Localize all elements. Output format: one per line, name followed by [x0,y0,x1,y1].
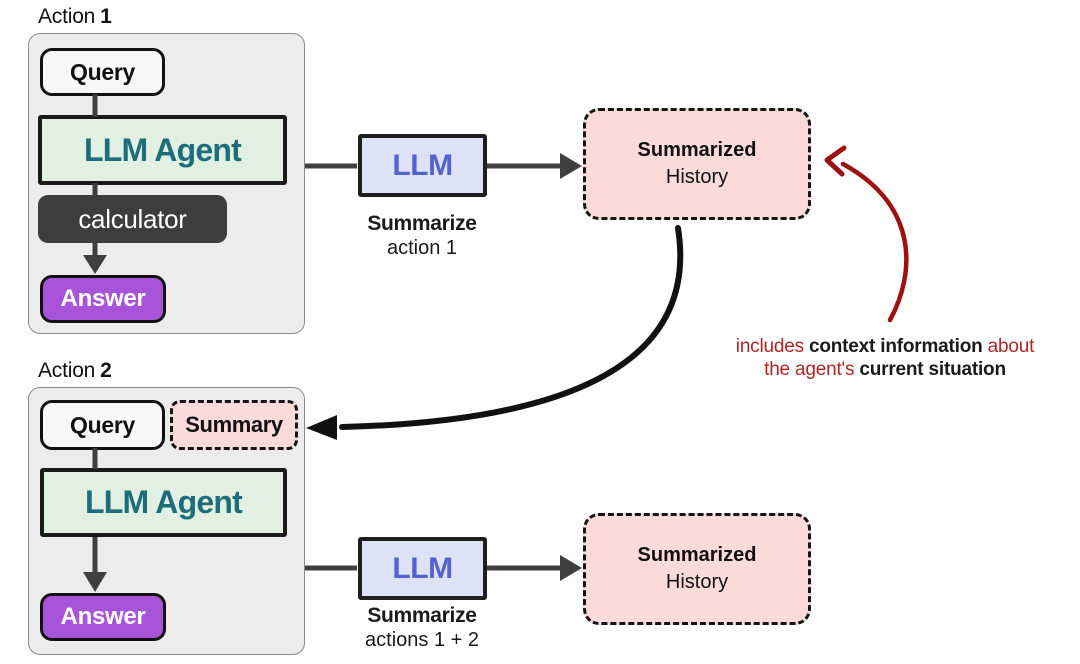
action1-label-prefix: Action [38,5,96,28]
flow2-llm-box: LLM [358,537,487,600]
flow1-caption: Summarize action 1 [342,212,502,260]
annotation-red-includes: includes [735,336,809,357]
annotation-red-about: about [982,336,1035,357]
annotation-red-agents: the agent's [764,359,860,380]
flow2-summarized-history-line1: Summarized [637,544,757,566]
context-annotation-line2: the agent's current situation [690,358,1080,381]
action2-summary-box: Summary [170,400,298,450]
flow2-caption-bold: Summarize [367,604,477,627]
action2-answer-box: Answer [40,593,166,641]
action2-label-number: 2 [100,359,112,382]
action1-answer-text: Answer [60,285,146,312]
action2-label-prefix: Action [38,359,96,382]
annotation-arrowhead-icon [824,145,847,177]
flow2-summarized-history-box: Summarized History [583,513,811,625]
annotation-bold-current-situation: current situation [859,359,1006,380]
context-annotation: includes context information about the a… [690,335,1080,381]
action2-summary-text: Summary [185,412,283,437]
action1-answer-box: Answer [40,275,166,323]
llm1-to-history1-arrowhead-icon [560,153,582,179]
flow1-caption-bold: Summarize [367,212,477,235]
flow1-summarized-history-line1: Summarized [637,139,757,161]
action1-label-number: 1 [100,5,112,28]
action1-calculator-text: calculator [78,203,187,234]
flow2-caption-detail: actions 1 + 2 [365,629,479,651]
flow1-summarized-history-line2: History [665,166,729,188]
action2-llm-agent-box: LLM Agent [40,468,287,537]
action2-answer-text: Answer [60,603,146,630]
history1-to-summary-arrowhead-icon [306,415,337,440]
annotation-bold-context-information: context information [809,336,983,357]
action2-query-box: Query [40,400,165,450]
annotation-curved-arrow [840,161,909,323]
llm2-to-history2-arrowhead-icon [560,555,582,581]
action1-llm-agent-box: LLM Agent [38,115,287,185]
action2-llm-agent-text: LLM Agent [85,484,243,520]
action1-query-text: Query [70,58,135,85]
flow1-caption-detail: action 1 [386,237,458,259]
flow2-caption: Summarize actions 1 + 2 [337,604,507,652]
action2-query-text: Query [70,411,135,438]
action1-llm-agent-text: LLM Agent [84,131,242,168]
action1-query-box: Query [40,48,165,96]
flow2-llm-text: LLM [392,551,453,585]
action1-calculator-tool-box: calculator [38,195,227,243]
flow1-llm-text: LLM [392,148,453,182]
flow1-summarized-history-box: Summarized History [583,108,811,220]
flow1-llm-box: LLM [358,134,487,197]
flow2-summarized-history-line2: History [665,571,729,593]
context-annotation-line1: includes context information about [690,335,1080,358]
